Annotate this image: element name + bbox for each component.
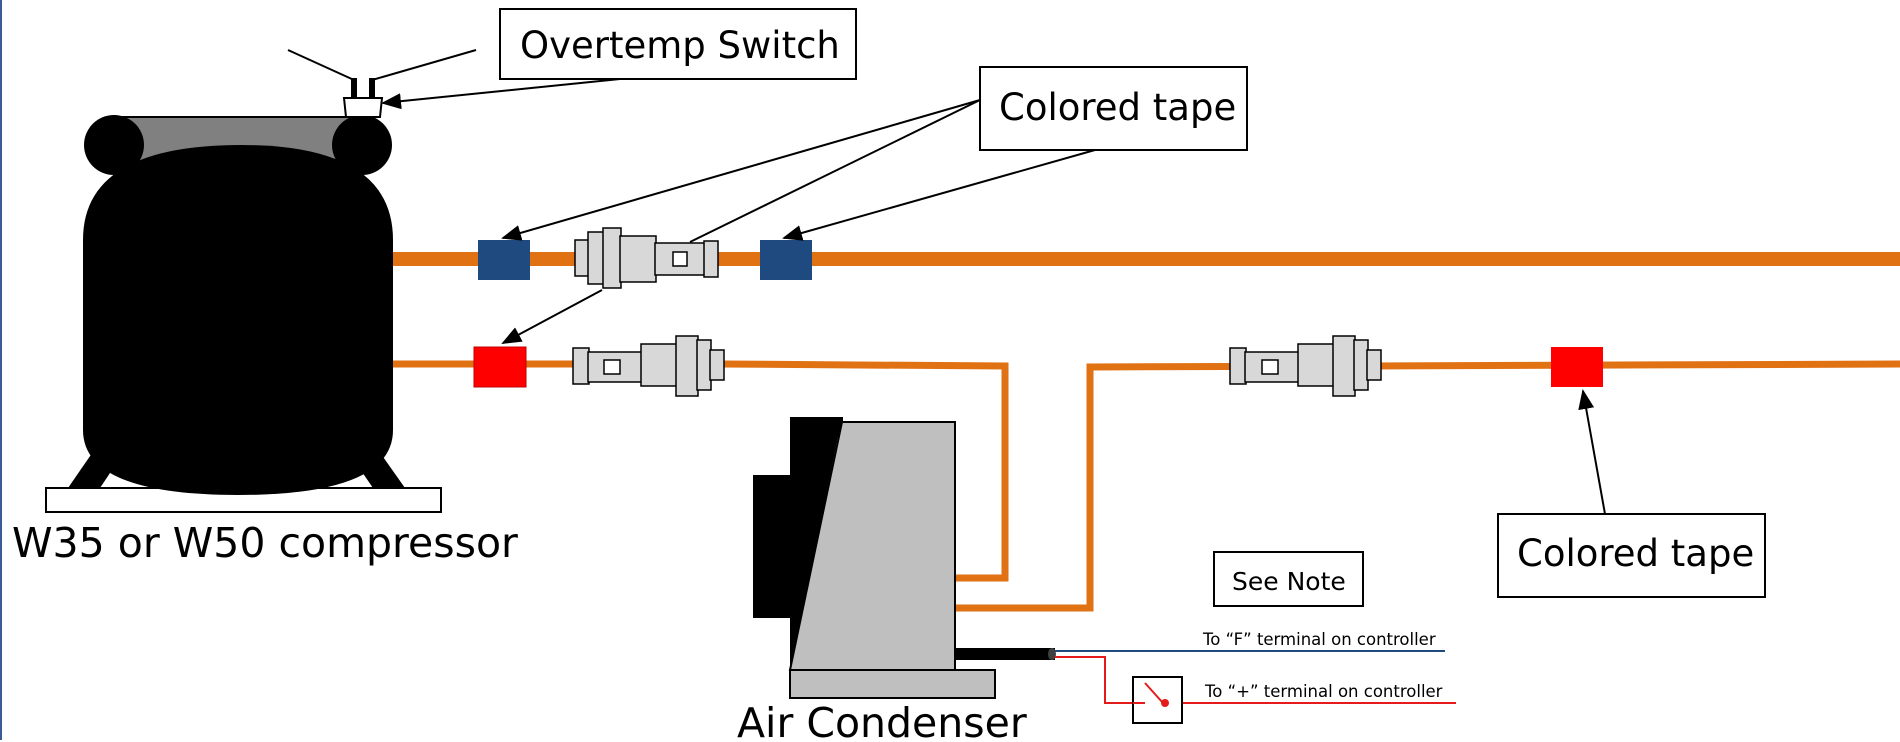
- tape-red-right: [1551, 347, 1603, 387]
- switch-lever: [1144, 682, 1164, 704]
- fitting-lower-right: [1229, 335, 1382, 397]
- overtemp-leader: [381, 78, 621, 110]
- see-note-label: See Note: [1232, 567, 1346, 596]
- air-condenser-label: Air Condenser: [737, 699, 1027, 742]
- tape-leader-fitting: [689, 99, 981, 243]
- condenser-cable-end: [1048, 648, 1056, 660]
- compressor-handle-right: [332, 115, 392, 175]
- plus-terminal-label: To “+” terminal on controller: [1204, 682, 1443, 701]
- colored-tape-bottom-box: [1497, 513, 1766, 598]
- compressor-handle-left: [84, 115, 144, 175]
- tape-leader-red-right: [1578, 389, 1606, 515]
- overtemp-switch-terminal-right: [369, 78, 375, 98]
- compressor: [45, 49, 477, 513]
- wires: [1055, 650, 1456, 724]
- condenser-shadow: [790, 417, 842, 670]
- condenser-cable: [955, 648, 1055, 660]
- tape-leader-blue-right: [782, 149, 1096, 241]
- colored-tape-bottom-label: Colored tape: [1517, 532, 1754, 575]
- overtemp-wire-right: [371, 49, 477, 81]
- see-note-box: [1213, 551, 1364, 607]
- fitting-lower-left: [572, 335, 725, 397]
- label-boxes: [499, 8, 1766, 607]
- colored-tape-top-label: Colored tape: [999, 86, 1236, 129]
- condenser-base: [789, 669, 996, 699]
- overtemp-wire-left: [287, 49, 355, 81]
- tape-leader-blue-left: [501, 99, 981, 241]
- tape-blue-right: [760, 240, 812, 280]
- overtemp-switch-terminal-left: [351, 78, 357, 98]
- colored-tapes: [473, 240, 1603, 388]
- switch-pivot: [1161, 699, 1169, 707]
- compressor-body: [83, 145, 393, 495]
- colored-tape-top-box: [979, 66, 1248, 151]
- overtemp-switch-body: [342, 97, 384, 118]
- f-terminal-label: To “F” terminal on controller: [1202, 630, 1436, 649]
- switch-box: [1132, 676, 1183, 724]
- lower-liquid-pipe-right: [950, 360, 1900, 612]
- overtemp-switch-box: [499, 8, 857, 80]
- fitting-upper: [574, 227, 719, 289]
- tape-leader-red-left: [501, 289, 603, 344]
- tape-blue-left: [478, 240, 530, 280]
- tape-red-left: [473, 346, 527, 388]
- condenser-fan-back: [753, 475, 793, 618]
- leader-lines: [381, 78, 1606, 515]
- overtemp-switch-label: Overtemp Switch: [520, 24, 840, 67]
- compressor-label: W35 or W50 compressor: [12, 519, 518, 567]
- air-condenser: [753, 417, 1056, 699]
